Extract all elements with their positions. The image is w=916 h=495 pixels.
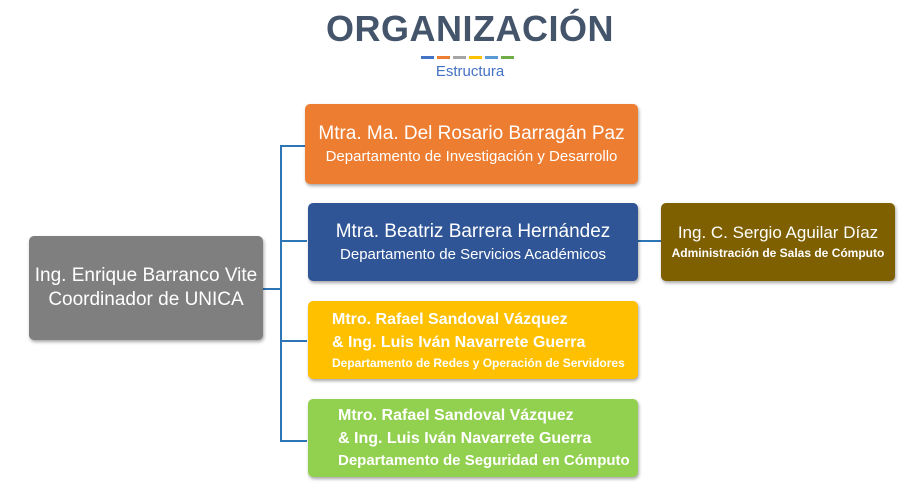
node-name: Mtra. Beatriz Barrera Hernández [335, 220, 611, 242]
connector-branch-2 [280, 240, 307, 242]
node-seguridad-computo: Mtro. Rafael Sandoval Vázquez & Ing. Lui… [308, 399, 638, 477]
page-subtitle: Estructura [435, 63, 505, 80]
node-servicios-academicos: Mtra. Beatriz Barrera Hernández Departam… [308, 203, 638, 281]
node-role: Departamento de Seguridad en Cómputo [338, 452, 630, 469]
accent-segment [421, 56, 434, 59]
page-title: ORGANIZACIÓN [326, 8, 614, 49]
node-redes-servidores: Mtro. Rafael Sandoval Vázquez & Ing. Lui… [308, 301, 638, 379]
node-name: Ing. C. Sergio Aguilar Díaz [677, 223, 879, 242]
connector-branch-1 [280, 145, 305, 147]
node-salas-computo: Ing. C. Sergio Aguilar Díaz Administraci… [661, 203, 895, 281]
connector-sub-unit [638, 240, 661, 242]
node-coordinator: Ing. Enrique Barranco Vite Coordinador d… [29, 236, 263, 340]
node-name-line1: Mtro. Rafael Sandoval Vázquez [332, 311, 568, 328]
connector-root-stub [263, 288, 281, 290]
node-name-line2: & Ing. Luis Iván Navarrete Guerra [338, 430, 592, 447]
connector-trunk [280, 145, 282, 442]
node-investigacion-desarrollo: Mtra. Ma. Del Rosario Barragán Paz Depar… [305, 104, 638, 184]
node-role: Administración de Salas de Cómputo [671, 246, 885, 260]
accent-segment [453, 56, 466, 59]
accent-segment [437, 56, 450, 59]
accent-segment [501, 56, 514, 59]
accent-segment [469, 56, 482, 59]
node-role: Departamento de Servicios Académicos [340, 245, 606, 263]
node-role: Coordinador de UNICA [48, 289, 244, 310]
node-name: Mtra. Ma. Del Rosario Barragán Paz [318, 122, 625, 144]
accent-segment [485, 56, 498, 59]
connector-branch-4 [280, 440, 307, 442]
node-name-line2: & Ing. Luis Iván Navarrete Guerra [332, 334, 586, 351]
title-accent-bar [421, 56, 514, 60]
node-name-line1: Mtro. Rafael Sandoval Vázquez [338, 407, 574, 424]
node-name: Ing. Enrique Barranco Vite [34, 265, 258, 286]
connector-branch-3 [280, 340, 307, 342]
node-role: Departamento de Redes y Operación de Ser… [332, 356, 625, 370]
node-role: Departamento de Investigación y Desarrol… [325, 147, 618, 165]
